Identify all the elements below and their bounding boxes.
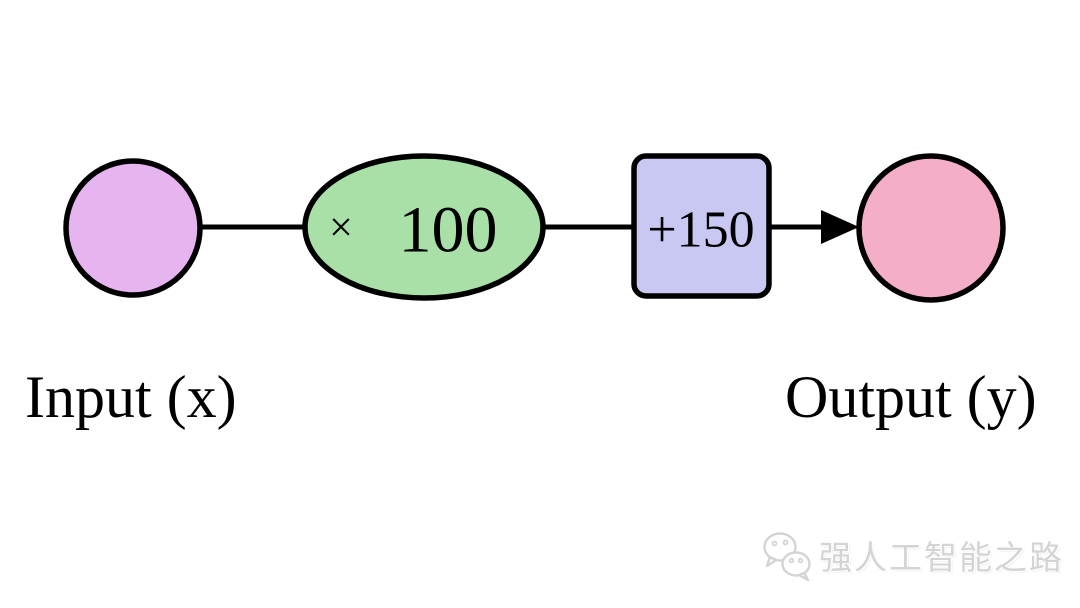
arrowhead (821, 210, 859, 244)
multiply-node (302, 153, 546, 301)
add-node (631, 153, 772, 299)
output-node (856, 153, 1006, 303)
watermark-text: 强人工智能之路 (819, 537, 1064, 577)
add-node-label: +150 (647, 202, 754, 259)
watermark: 强人工智能之路 (760, 530, 1064, 584)
multiply-value: 100 (399, 194, 498, 267)
multiply-operator: × (329, 205, 353, 251)
output-label: Output (y) (785, 364, 1037, 430)
wechat-chat-bubbles-icon (763, 532, 811, 582)
input-node (63, 158, 203, 298)
input-label: Input (x) (25, 364, 237, 430)
